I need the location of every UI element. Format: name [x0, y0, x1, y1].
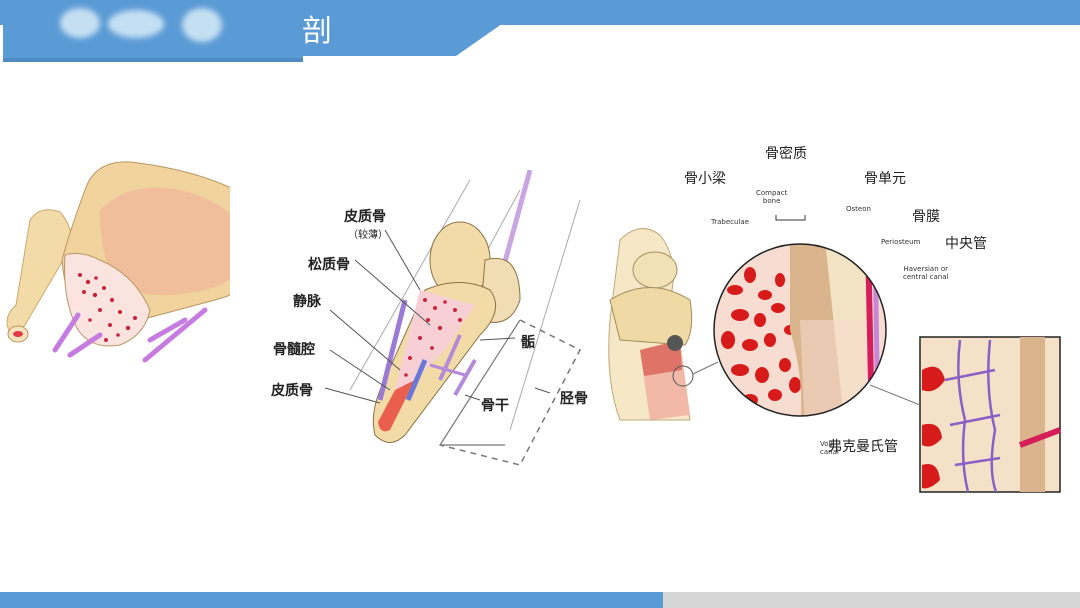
label-volkmann-canal-cn: 弗克曼氏管	[828, 439, 898, 455]
blurred-title-char	[182, 8, 222, 42]
label-haversian-line2: central canal	[903, 273, 949, 281]
label-trabeculae-en: Trabeculae	[711, 218, 749, 226]
tibia-illustration	[230, 160, 600, 470]
label-vein: 静脉	[293, 294, 321, 310]
label-central-canal-cn: 中央管	[945, 236, 987, 252]
label-volkmann-line1: Volk	[820, 440, 835, 448]
label-marrow-cavity: 骨髓腔	[273, 342, 315, 358]
label-epiphysis: 骺	[521, 335, 535, 351]
label-tibia: 胫骨	[560, 391, 588, 407]
label-volkmann-line2: canal	[820, 448, 839, 456]
label-periosteum-en: Periosteum	[881, 238, 921, 246]
label-haversian-line1: Haversian or	[903, 265, 949, 273]
label-osteon-cn: 骨单元	[864, 171, 906, 187]
header-slant	[300, 0, 500, 56]
label-compact-line2: bone	[762, 197, 781, 205]
label-trabeculae-cn: 骨小梁	[684, 171, 726, 187]
femur-head-illustration	[6, 161, 268, 363]
label-diaphysis: 骨干	[481, 398, 509, 414]
label-periosteum-cn: 骨膜	[912, 209, 940, 225]
bone-microstructure-illustration	[608, 215, 1062, 493]
label-compact-line1: Compact	[756, 189, 788, 197]
label-compact-bone-cn: 骨密质	[765, 146, 807, 162]
blurred-title-char	[60, 8, 100, 38]
blurred-title-char	[108, 10, 164, 38]
label-cancellous-bone: 松质骨	[308, 257, 350, 273]
footer-bar-gray	[663, 592, 1080, 608]
header-underline	[3, 58, 303, 62]
slide-title: 剖	[302, 14, 334, 49]
label-osteon-en: Osteon	[846, 205, 871, 213]
label-cortical-bone-thin-note: （较薄）	[348, 230, 388, 241]
footer-bar-blue	[0, 592, 663, 608]
label-cortical-bone: 皮质骨	[271, 383, 313, 399]
label-cortical-bone-thin: 皮质骨	[344, 209, 386, 225]
